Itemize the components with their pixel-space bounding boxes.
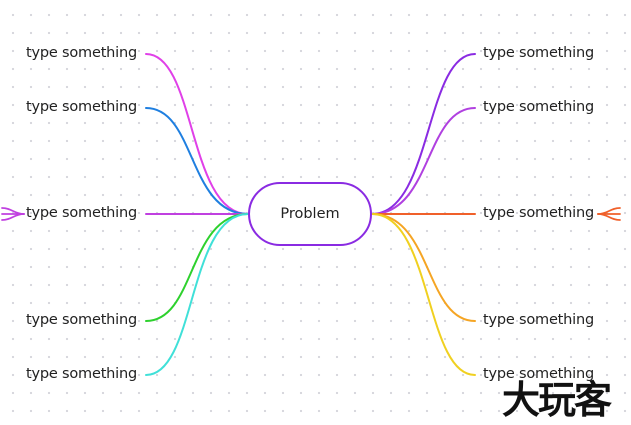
connector-right-1	[371, 53, 476, 215]
connector-left-4	[145, 213, 249, 322]
branch-node-right-3[interactable]: type something	[483, 205, 594, 221]
connector-left-5	[145, 213, 249, 376]
branch-node-left-3[interactable]: type something	[26, 205, 137, 221]
connector-right-5	[371, 213, 476, 376]
branch-node-left-4[interactable]: type something	[26, 312, 137, 328]
branch-node-left-1[interactable]: type something	[26, 45, 137, 61]
central-topic-label: Problem	[280, 206, 340, 222]
collapse-toggle-left[interactable]	[1, 207, 25, 221]
branch-node-right-1[interactable]: type something	[483, 45, 594, 61]
branch-node-right-4[interactable]: type something	[483, 312, 594, 328]
central-topic-node[interactable]: Problem	[248, 182, 372, 246]
collapse-toggle-right[interactable]	[597, 207, 621, 221]
branch-node-right-2[interactable]: type something	[483, 99, 594, 115]
branch-node-left-2[interactable]: type something	[26, 99, 137, 115]
branch-node-right-5[interactable]: type something	[483, 366, 594, 382]
connector-right-4	[371, 213, 476, 322]
watermark-logo: 大玩客	[502, 378, 612, 422]
connector-left-2	[145, 107, 249, 215]
branch-node-left-5[interactable]: type something	[26, 366, 137, 382]
connector-right-2	[371, 107, 476, 215]
connector-left-1	[145, 53, 249, 215]
